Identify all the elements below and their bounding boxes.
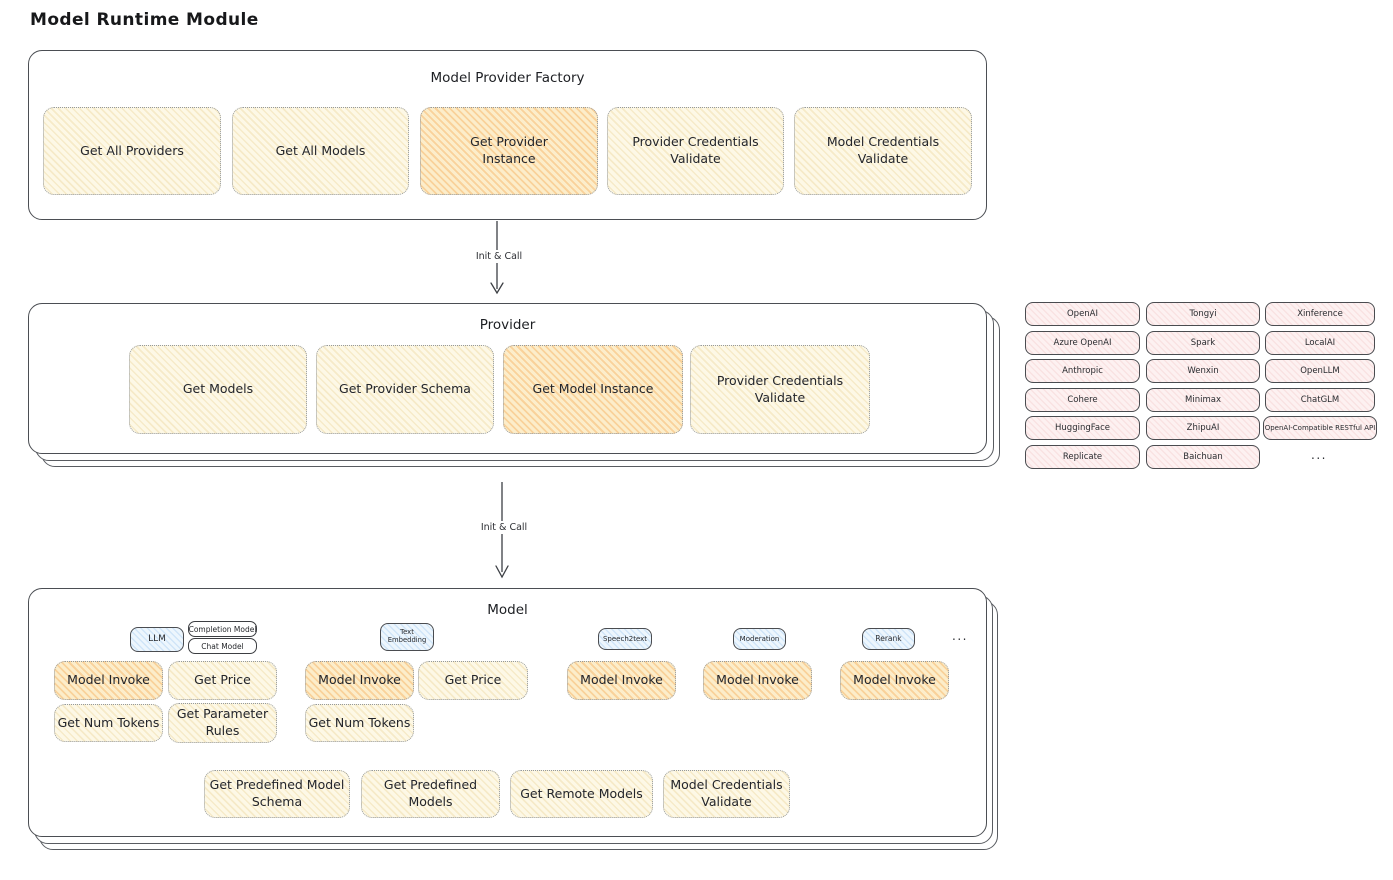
btn-get-predefined-models: Get Predefined Models (361, 770, 500, 818)
provider-pill-xinference: Xinference (1265, 302, 1375, 326)
provider-pill-azure-openai: Azure OpenAI (1025, 331, 1140, 355)
btn-get-price-llm: Get Price (168, 661, 277, 700)
provider-pill-baichuan: Baichuan (1146, 445, 1260, 469)
btn-model-credentials-validate-factory: Model Credentials Validate (794, 107, 972, 195)
provider-pill-cohere: Cohere (1025, 388, 1140, 412)
arrow-label-init-call-1: Init & Call (457, 250, 541, 263)
tag-chat-model: Chat Model (188, 638, 257, 654)
model-title: Model (487, 602, 528, 618)
btn-get-model-instance: Get Model Instance (503, 345, 683, 434)
provider-pill-wenxin: Wenxin (1146, 359, 1260, 383)
provider-pill-huggingface: HuggingFace (1025, 416, 1140, 440)
tag-llm: LLM (130, 627, 184, 652)
provider-pill-spark: Spark (1146, 331, 1260, 355)
provider-pill-localai: LocalAI (1265, 331, 1375, 355)
btn-get-provider-instance: Get Provider Instance (420, 107, 598, 195)
tag-speech2text: Speech2text (598, 628, 652, 650)
btn-model-invoke-llm: Model Invoke (54, 661, 163, 700)
btn-provider-credentials-validate-factory: Provider Credentials Validate (607, 107, 784, 195)
provider-pill-minimax: Minimax (1146, 388, 1260, 412)
tag-text-embedding: Text Embedding (380, 623, 434, 651)
btn-model-credentials-validate-model: Model Credentials Validate (663, 770, 790, 818)
page-title: Model Runtime Module (30, 10, 259, 30)
btn-model-invoke-text-embedding: Model Invoke (305, 661, 414, 700)
btn-model-invoke-rerank: Model Invoke (840, 661, 949, 700)
btn-model-invoke-moderation: Model Invoke (703, 661, 812, 700)
btn-get-remote-models: Get Remote Models (510, 770, 653, 818)
provider-pill-zhipuai: ZhipuAI (1146, 416, 1260, 440)
btn-provider-credentials-validate-provider: Provider Credentials Validate (690, 345, 870, 434)
provider-pill-openai-compatible-restful-api: OpenAI-Compatible RESTful API (1263, 416, 1377, 440)
provider-pill-replicate: Replicate (1025, 445, 1140, 469)
btn-get-predefined-model-schema: Get Predefined Model Schema (204, 770, 350, 818)
btn-get-price-text-embedding: Get Price (418, 661, 528, 700)
btn-get-all-providers: Get All Providers (43, 107, 221, 195)
tag-rerank: Rerank (862, 628, 915, 650)
provider-grid-ellipsis: ... (1311, 448, 1327, 462)
provider-title: Provider (479, 317, 536, 333)
btn-get-num-tokens-text-embedding: Get Num Tokens (305, 704, 414, 742)
provider-pill-anthropic: Anthropic (1025, 359, 1140, 383)
tag-completion-model: Completion Model (188, 621, 257, 637)
btn-get-parameter-rules: Get Parameter Rules (168, 703, 277, 743)
tag-moderation: Moderation (733, 628, 786, 650)
btn-model-invoke-speech2text: Model Invoke (567, 661, 676, 700)
provider-pill-chatglm: ChatGLM (1265, 388, 1375, 412)
arrow-label-init-call-2: Init & Call (462, 521, 546, 534)
provider-pill-openllm: OpenLLM (1265, 359, 1375, 383)
btn-get-all-models: Get All Models (232, 107, 409, 195)
provider-pill-tongyi: Tongyi (1146, 302, 1260, 326)
btn-get-provider-schema: Get Provider Schema (316, 345, 494, 434)
factory-title: Model Provider Factory (430, 70, 585, 86)
provider-pill-openai: OpenAI (1025, 302, 1140, 326)
btn-get-models: Get Models (129, 345, 307, 434)
btn-get-num-tokens-llm: Get Num Tokens (54, 704, 163, 742)
model-types-ellipsis: ... (952, 629, 968, 643)
